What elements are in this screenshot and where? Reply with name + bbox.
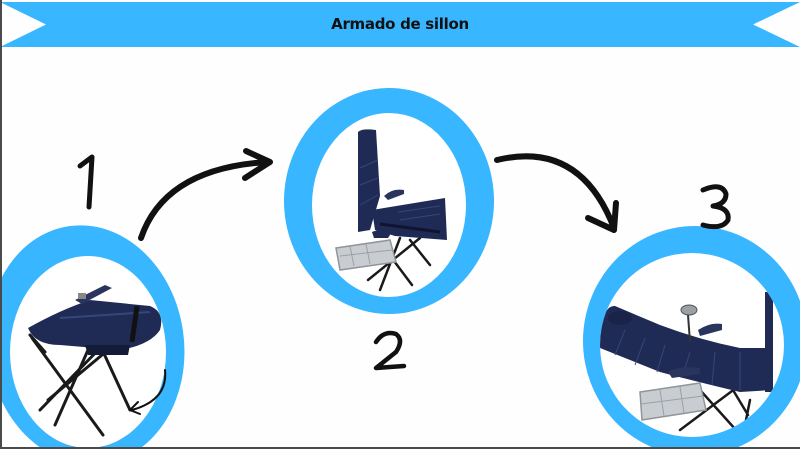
arrow-2-to-3-icon xyxy=(494,153,619,233)
slide-border-bottom xyxy=(0,447,800,449)
step-3-chair-photo xyxy=(600,292,773,437)
step-number-2 xyxy=(373,330,407,371)
step-number-3 xyxy=(700,184,731,230)
fold-arrow-icon xyxy=(131,369,167,411)
step-2-frame xyxy=(284,88,494,314)
step-1-chair-photo xyxy=(28,285,162,437)
arrow-1-to-2-icon xyxy=(138,148,273,241)
step-2-chair-photo xyxy=(335,129,447,292)
slide-border-left xyxy=(0,0,2,449)
ribbon-shape xyxy=(0,2,800,47)
step-number-1 xyxy=(77,154,95,210)
title-banner: Armado de sillon xyxy=(0,2,800,47)
page-title: Armado de sillon xyxy=(331,15,469,33)
